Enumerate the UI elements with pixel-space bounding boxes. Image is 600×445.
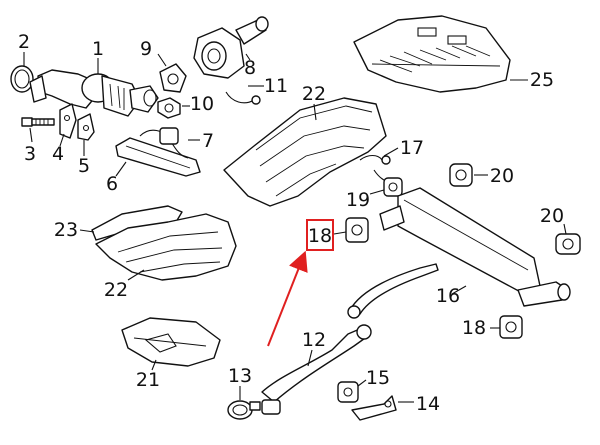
part-11-hanger-clip (225, 91, 261, 105)
callout-17: 17 (400, 137, 424, 159)
highlight-box-18 (306, 219, 334, 251)
exhaust-pipe-intermediate (347, 263, 439, 319)
callout-15: 15 (366, 367, 390, 389)
part-22-floor-shield (95, 213, 237, 281)
leader-3 (29, 127, 33, 143)
part-23-bracket (91, 205, 183, 241)
part-15-isolator (337, 381, 359, 403)
callout-14: 14 (416, 393, 440, 415)
callout-13: 13 (228, 365, 252, 387)
leader-4 (59, 133, 65, 147)
leader-9 (157, 53, 167, 67)
callout-23: 23 (54, 219, 78, 241)
callout-2: 2 (18, 31, 30, 53)
callout-20-upper: 20 (490, 165, 514, 187)
leader-15 (357, 379, 367, 387)
leader-22 (127, 269, 145, 281)
part-25-heat-shield (353, 15, 511, 93)
callout-1: 1 (92, 38, 104, 60)
callout-3: 3 (24, 143, 36, 165)
leader-19 (369, 189, 385, 195)
leader-12 (307, 349, 313, 367)
part-19-rubber-hanger (383, 177, 403, 197)
part-2-gasket (10, 65, 34, 93)
callout-22: 22 (104, 279, 128, 301)
leader-21 (151, 359, 157, 371)
part-6-support-bar (115, 137, 201, 177)
part-5-bracket (77, 113, 95, 141)
callout-8: 8 (244, 57, 256, 79)
part-16-muffler (379, 187, 571, 307)
part-14-bracket (351, 395, 397, 421)
part-20-isolator-upper (449, 163, 473, 187)
part-18-isolator-upper (345, 217, 369, 243)
callout-5: 5 (78, 155, 90, 177)
part-8-converter-pipe (193, 16, 269, 79)
part-4-bracket (59, 103, 77, 139)
callout-19: 19 (346, 189, 370, 211)
leader-18a (333, 231, 347, 235)
part-3-bolt (21, 117, 55, 127)
part-18-isolator-lower (499, 315, 523, 339)
leader-20b (563, 223, 567, 235)
callout-7: 7 (202, 130, 214, 152)
callout-4: 4 (52, 143, 64, 165)
callout-18-lower: 18 (462, 317, 486, 339)
callout-10: 10 (190, 93, 214, 115)
part-1-catalytic-converter (29, 69, 159, 117)
part-20-isolator-lower (555, 233, 581, 255)
part-10-nut (157, 97, 181, 119)
part-7-sensor-bracket (139, 127, 189, 159)
leader-6 (115, 161, 127, 177)
callout-6: 6 (106, 173, 118, 195)
callout-18-highlighted: 18 (308, 225, 332, 247)
callout-11: 11 (264, 75, 288, 97)
part-24-heat-shield (223, 97, 387, 207)
leader-24 (313, 103, 317, 121)
callout-12: 12 (302, 329, 326, 351)
leader-16 (451, 285, 467, 295)
part-13-clamp (227, 399, 281, 420)
callout-20-lower: 20 (540, 205, 564, 227)
leader-17 (383, 147, 399, 157)
callout-25: 25 (530, 69, 554, 91)
leader-8 (245, 53, 251, 61)
highlight-arrow (267, 250, 308, 347)
leader-23 (79, 229, 95, 233)
callout-16: 16 (436, 285, 460, 307)
callout-9: 9 (140, 38, 152, 60)
part-12-pipe (261, 324, 372, 403)
part-21-lower-shield (121, 317, 221, 367)
part-9-flange-gasket (159, 63, 187, 93)
callout-24: 22 (302, 83, 326, 105)
callout-21: 21 (136, 369, 160, 391)
